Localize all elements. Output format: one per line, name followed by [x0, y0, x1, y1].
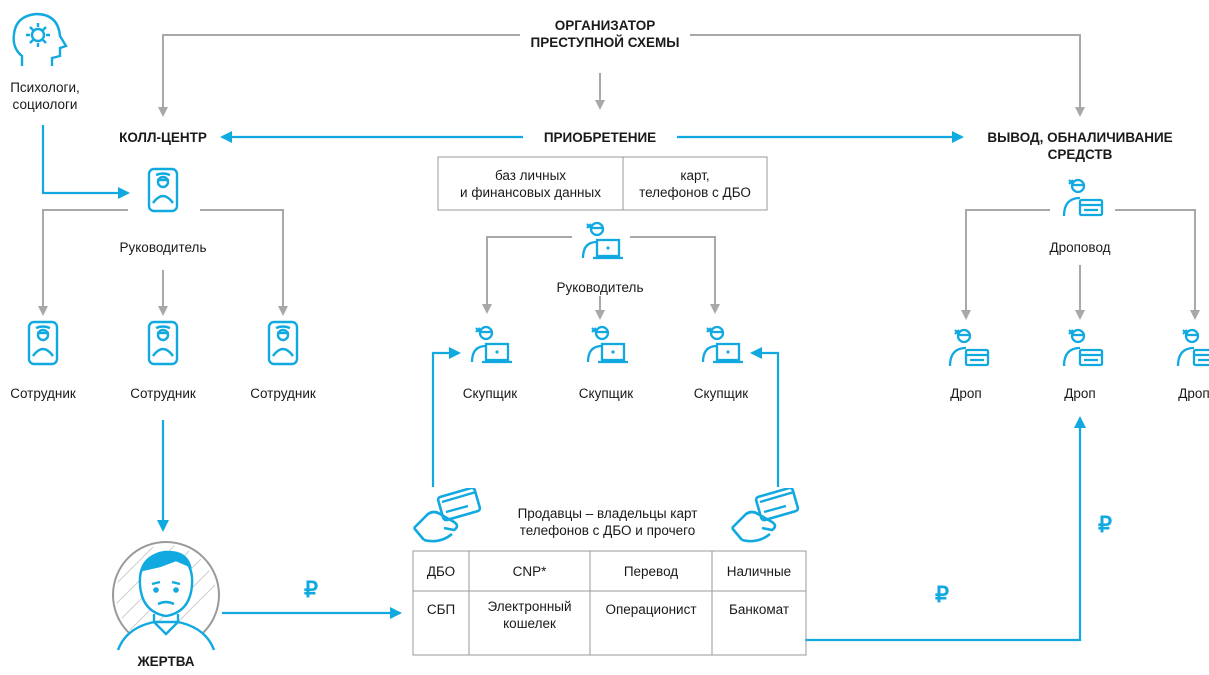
- buyer-label: Скупщик: [462, 386, 518, 401]
- hand-card-icon: [730, 488, 800, 543]
- sellers-table-cell: CNP*: [512, 563, 547, 579]
- drop-label: Дроп: [1178, 386, 1209, 401]
- employee-label: Сотрудник: [250, 386, 316, 401]
- card-person-icon: [1062, 178, 1104, 218]
- employee-label: Сотрудник: [130, 386, 196, 401]
- sellers-table-cell: Банкомат: [728, 601, 790, 617]
- drop-label: Дроп: [1064, 386, 1096, 401]
- badge-person-icon: [27, 320, 59, 366]
- blue-flows: [41, 125, 1086, 642]
- victim-portrait-icon: [112, 541, 220, 651]
- call-center-manager-label: Руководитель: [119, 240, 207, 255]
- ruble-sign: ₽ ₽ ₽: [304, 512, 1112, 607]
- badge-person-icon: [147, 320, 179, 366]
- employee-label: Сотрудник: [10, 386, 76, 401]
- sellers-table-cell: Наличные: [726, 563, 792, 579]
- laptop-person-icon: [470, 325, 514, 364]
- ruble-sign: ₽: [304, 577, 318, 602]
- badge-person-icon: [147, 167, 179, 213]
- buyer-label: Скупщик: [578, 386, 634, 401]
- laptop-person-icon: [581, 221, 625, 260]
- drop-manager-label: Дроповод: [1049, 240, 1111, 255]
- acquisition-title: ПРИОБРЕТЕНИЕ: [543, 130, 657, 145]
- ruble-sign: ₽: [935, 582, 949, 607]
- drop-label: Дроп: [950, 386, 982, 401]
- sellers-label: Продавцы – владельцы карт телефонов с ДБ…: [517, 506, 698, 538]
- acquisition-table-lines: [437, 156, 768, 211]
- acquisition-table-cell: карт, телефонов с ДБО: [639, 167, 751, 200]
- sellers-table-lines: [412, 550, 807, 656]
- buyer-label: Скупщик: [693, 386, 749, 401]
- sellers-table-cell: Электронный кошелек: [487, 599, 572, 631]
- withdrawal-title: ВЫВОД, ОБНАЛИЧИВАНИЕ СРЕДСТВ: [987, 130, 1173, 162]
- sellers-table-cell: СБП: [426, 601, 456, 617]
- victim-label: ЖЕРТВА: [137, 654, 195, 669]
- card-person-icon: [1062, 328, 1104, 368]
- call-center-title: КОЛЛ-ЦЕНТР: [119, 130, 207, 145]
- laptop-person-icon: [701, 325, 745, 364]
- laptop-person-icon: [586, 325, 630, 364]
- gray-connectors: [38, 34, 1200, 320]
- acquisition-table-cell: баз личных и финансовых данных: [460, 167, 601, 200]
- card-person-icon: [1176, 328, 1209, 368]
- head-gear-icon: [12, 12, 68, 66]
- psychologists-label: Психологи, социологи: [10, 80, 80, 112]
- sellers-table-cell: ДБО: [426, 563, 456, 579]
- ruble-sign: ₽: [1098, 512, 1112, 537]
- sellers-table-cell: Операционист: [605, 601, 697, 617]
- card-person-icon: [948, 328, 990, 368]
- sellers-table-cell: Перевод: [623, 563, 679, 579]
- organizer-title: ОРГАНИЗАТОР ПРЕСТУПНОЙ СХЕМЫ: [530, 18, 680, 50]
- hand-card-icon: [412, 488, 482, 543]
- acquisition-manager-label: Руководитель: [556, 280, 644, 295]
- badge-person-icon: [267, 320, 299, 366]
